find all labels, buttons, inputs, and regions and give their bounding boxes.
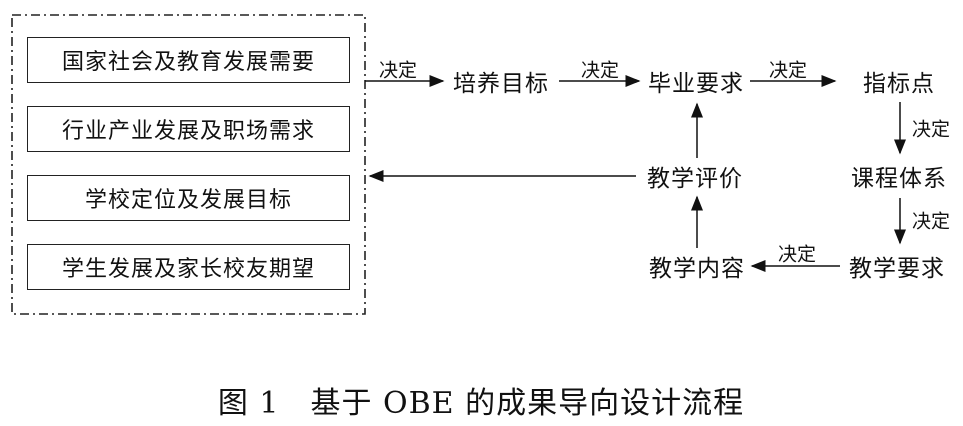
figure-caption: 图 1 基于 OBE 的成果导向设计流程 bbox=[217, 386, 745, 421]
node-curriculum-system: 课程体系 bbox=[851, 166, 947, 192]
requirement-box-4: 学生发展及家长校友期望 bbox=[27, 244, 350, 290]
edge-label-decide-6: 决定 bbox=[777, 243, 817, 266]
edge-label-decide-1: 决定 bbox=[378, 59, 418, 82]
edge-label-decide-3: 决定 bbox=[768, 59, 808, 82]
requirement-box-1: 国家社会及教育发展需要 bbox=[27, 37, 350, 83]
node-indicator: 指标点 bbox=[863, 71, 935, 97]
requirements-frame bbox=[11, 14, 366, 315]
node-teaching-requirement: 教学要求 bbox=[849, 256, 945, 282]
node-teaching-evaluation: 教学评价 bbox=[647, 166, 743, 192]
edge-label-decide-5: 决定 bbox=[911, 210, 951, 233]
node-graduation-requirement: 毕业要求 bbox=[648, 71, 744, 97]
requirement-box-3: 学校定位及发展目标 bbox=[27, 175, 350, 221]
node-teaching-content: 教学内容 bbox=[649, 256, 745, 282]
edge-label-decide-2: 决定 bbox=[580, 59, 620, 82]
edge-label-decide-4: 决定 bbox=[911, 118, 951, 141]
requirement-box-2: 行业产业发展及职场需求 bbox=[27, 106, 350, 152]
node-training-goal: 培养目标 bbox=[453, 71, 549, 97]
